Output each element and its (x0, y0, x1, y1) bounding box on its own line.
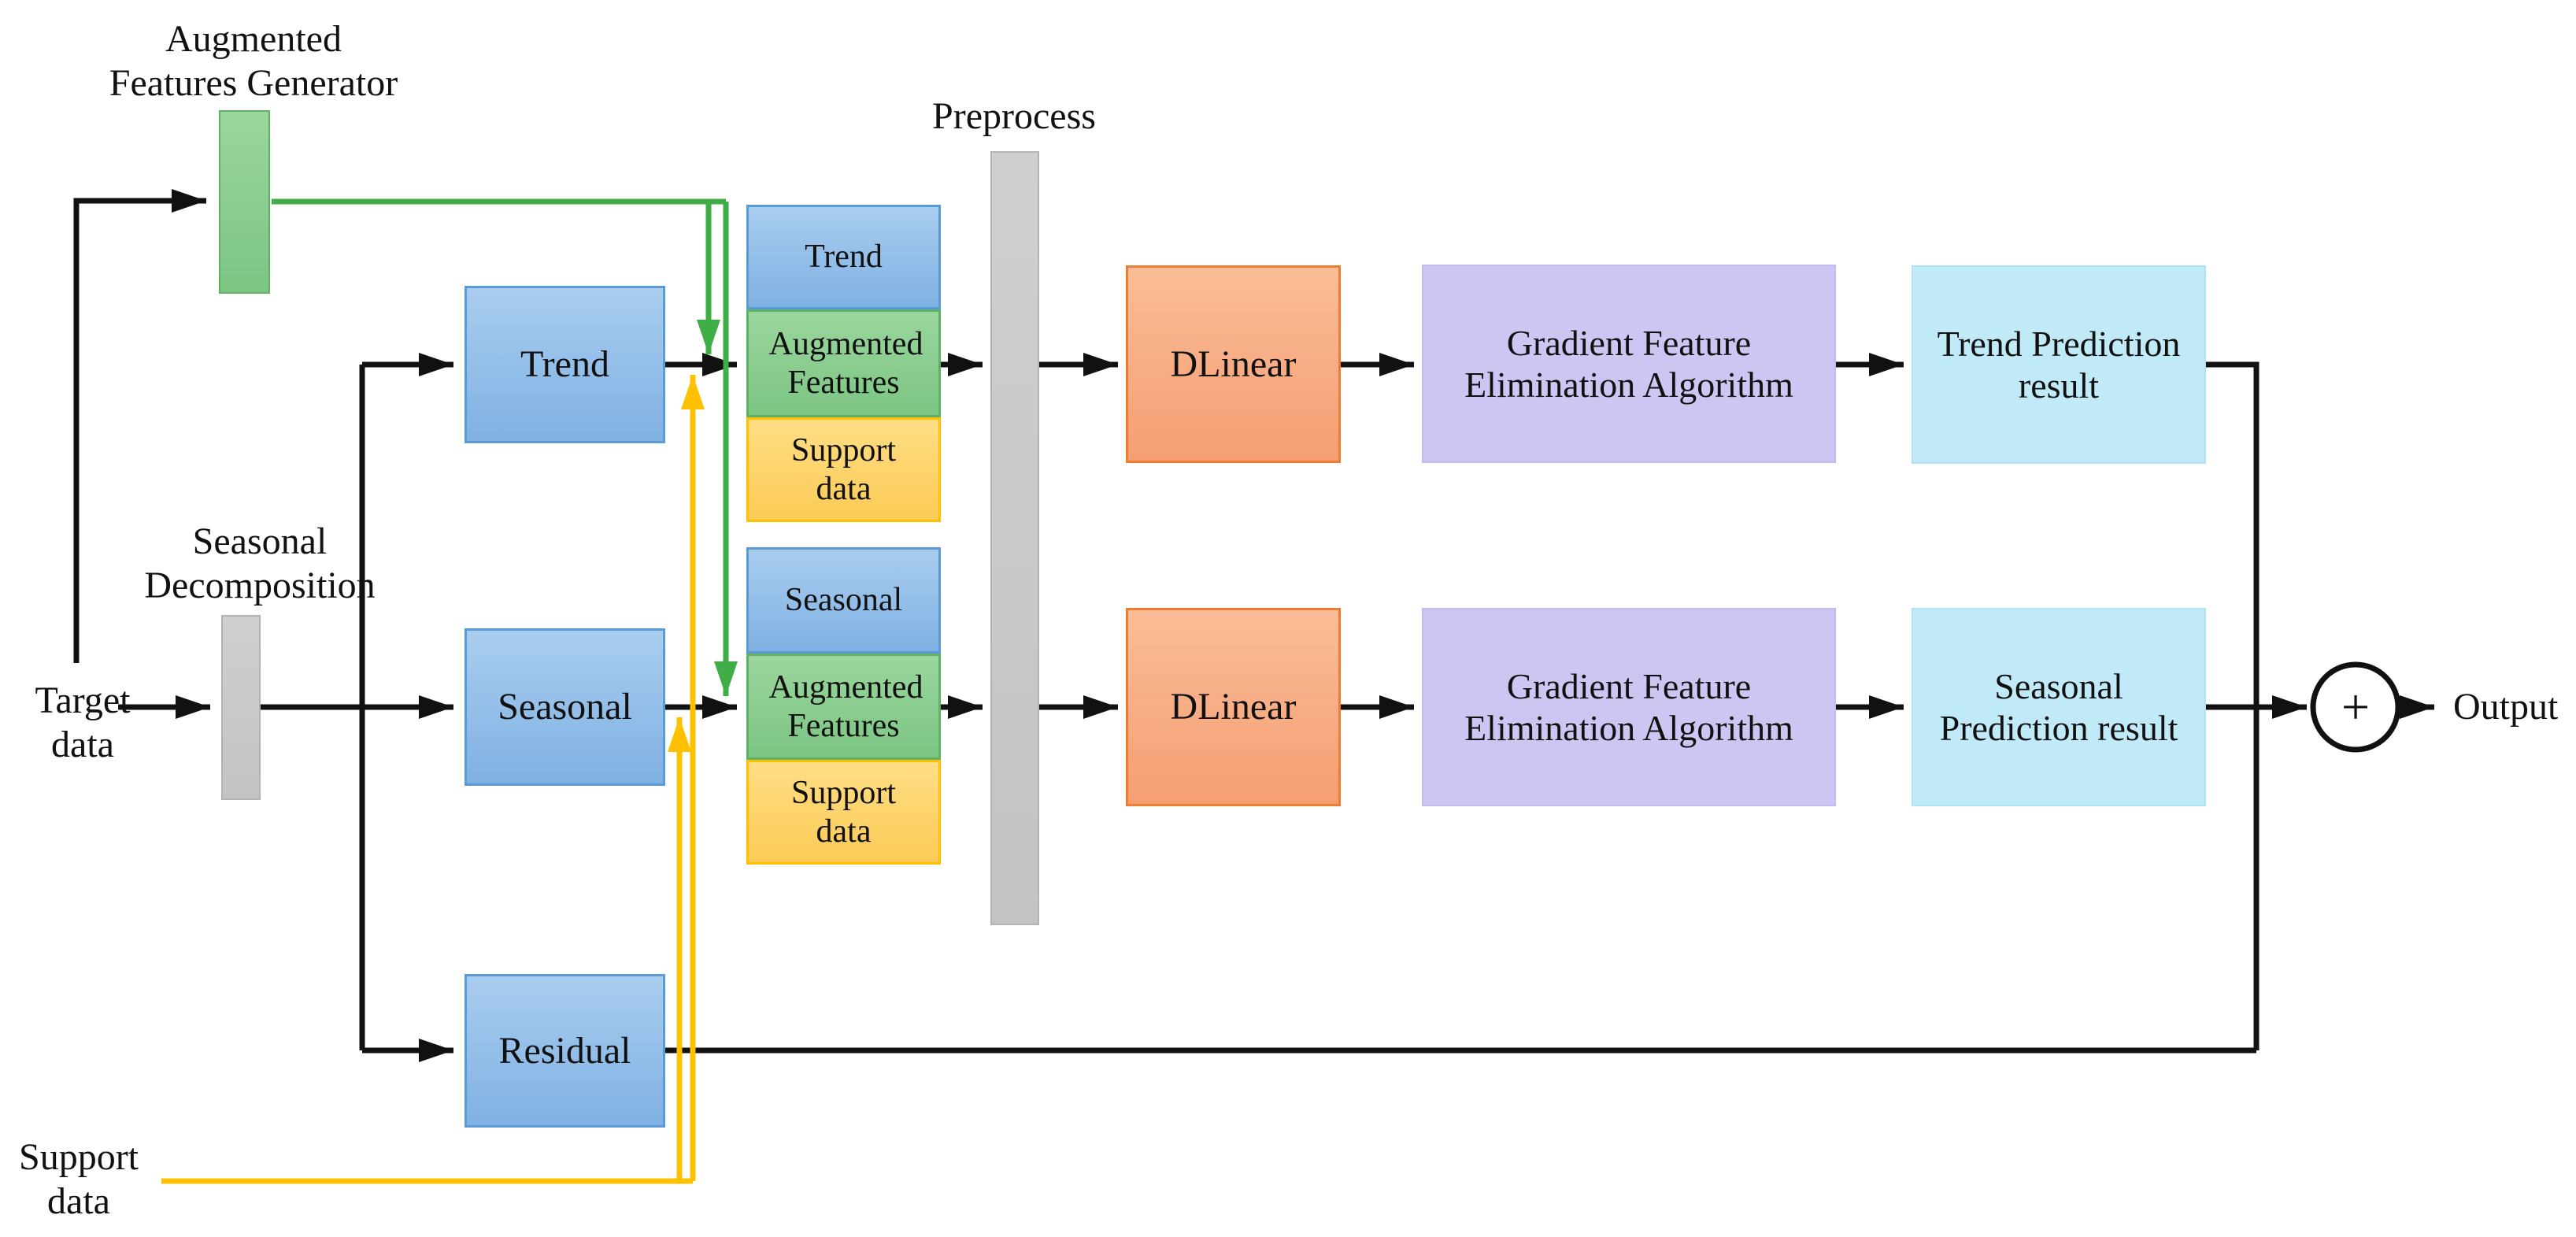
gfe-seasonal-label: Gradient Feature Elimination Algorithm (1464, 665, 1793, 748)
trend-box: Trend (464, 286, 665, 443)
trend-label: Trend (520, 343, 609, 386)
prediction-trend-label: Trend Prediction result (1937, 323, 2181, 406)
support-data-label: Support data (19, 1135, 139, 1224)
stack2-augmented-features-cell: Augmented Features (746, 654, 941, 760)
output-label: Output (2453, 685, 2558, 729)
sum-node-plus: + (2313, 665, 2398, 750)
prediction-seasonal-box: Seasonal Prediction result (1912, 608, 2206, 806)
support-data-label-line2: data (47, 1180, 110, 1222)
support-data-label-line1: Support (18, 1136, 139, 1178)
target-data-label-line1: Target (35, 680, 131, 721)
prediction-trend-box: Trend Prediction result (1912, 265, 2206, 464)
stack1-support-data-label: Support data (790, 431, 896, 507)
stack1-augmented-features-cell: Augmented Features (746, 309, 941, 417)
stack2-augmented-features-label: Augmented Features (768, 668, 923, 744)
augmented-features-generator-bar (219, 110, 270, 294)
preprocess-label-text: Preprocess (932, 95, 1096, 137)
preprocess-bar (990, 151, 1039, 925)
edge-prediction1-merge (2206, 361, 2260, 1050)
dlinear-seasonal-label: DLinear (1170, 686, 1297, 728)
gfe-seasonal-box: Gradient Feature Elimination Algorithm (1422, 608, 1836, 806)
seasonal-decomposition-label-line2: Decomposition (144, 565, 376, 606)
output-label-text: Output (2453, 686, 2559, 728)
seasonal-box: Seasonal (464, 628, 665, 786)
stack2-support-data-label: Support data (790, 774, 896, 850)
stack1-augmented-features-label: Augmented Features (768, 325, 923, 401)
augmented-features-generator-label: Augmented Features Generator (109, 17, 398, 106)
dlinear-trend-label: DLinear (1170, 343, 1297, 385)
gfe-trend-box: Gradient Feature Elimination Algorithm (1422, 265, 1836, 463)
afg-label-line2: Features Generator (109, 62, 398, 104)
sum-node-circle (2310, 661, 2401, 753)
seasonal-label: Seasonal (498, 686, 632, 728)
edge-target-to-afg (73, 189, 206, 663)
residual-label: Residual (498, 1029, 631, 1072)
seasonal-decomposition-label-line1: Seasonal (192, 520, 328, 562)
dlinear-seasonal-box: DLinear (1126, 608, 1341, 806)
stack1-support-data-cell: Support data (746, 417, 941, 522)
preprocess-label: Preprocess (932, 94, 1096, 139)
stack1-trend-label: Trend (805, 239, 883, 276)
seasonal-decomposition-bar (221, 615, 261, 800)
seasonal-decomposition-label: Seasonal Decomposition (144, 520, 375, 608)
gfe-trend-label: Gradient Feature Elimination Algorithm (1464, 322, 1793, 405)
stack2-seasonal-label: Seasonal (784, 582, 903, 619)
residual-box: Residual (464, 974, 665, 1128)
dlinear-trend-box: DLinear (1126, 265, 1341, 463)
target-data-label: Target data (35, 679, 130, 767)
target-data-label-line2: data (51, 724, 114, 765)
plus-icon: + (2341, 679, 2371, 735)
stack1-trend-cell: Trend (746, 205, 941, 309)
prediction-seasonal-label: Seasonal Prediction result (1939, 665, 2178, 748)
afg-label-line1: Augmented (165, 18, 342, 60)
stack2-seasonal-cell: Seasonal (746, 547, 941, 654)
stack2-support-data-cell: Support data (746, 760, 941, 865)
